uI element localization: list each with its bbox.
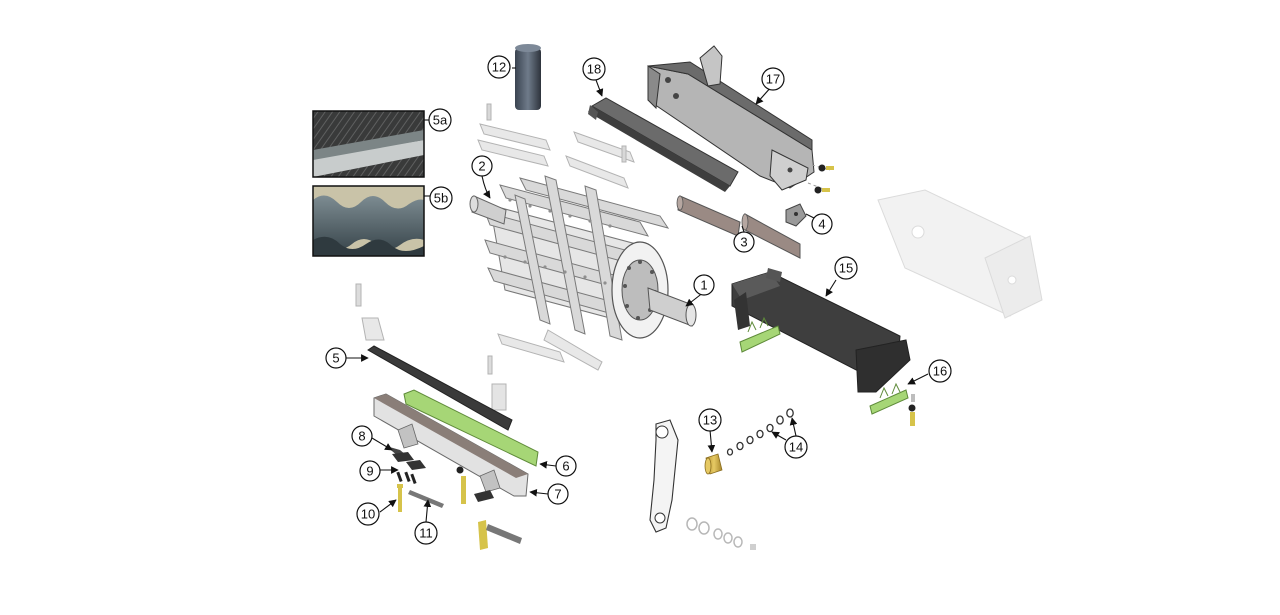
callout-7: 7	[547, 483, 569, 505]
washers-14	[726, 408, 794, 456]
callout-8-label: 8	[358, 429, 365, 444]
photo-5b	[312, 185, 425, 257]
callout-3-label: 3	[740, 235, 747, 250]
green-wear-strip-right	[869, 382, 909, 415]
callout-5-label: 5	[332, 351, 339, 366]
callout-12-label: 12	[492, 60, 506, 75]
green-wear-strip-left	[739, 316, 781, 353]
bed-bar-assembly	[367, 345, 539, 497]
faded-blades-lower	[355, 283, 603, 411]
bolt-16	[908, 394, 916, 426]
callout-10-label: 10	[361, 507, 375, 522]
callout-4: 4	[811, 213, 833, 235]
swing-arm	[649, 419, 679, 533]
callout-6-label: 6	[562, 459, 569, 474]
callout-2-label: 2	[478, 159, 485, 174]
callout-17-label: 17	[766, 72, 780, 87]
rotor-drum	[469, 175, 697, 341]
callout-13-label: 13	[703, 413, 717, 428]
photo-5a	[312, 110, 425, 178]
callout-8: 8	[351, 425, 373, 447]
sharpening-stone	[515, 44, 541, 110]
callout-18: 18	[582, 57, 606, 81]
callout-13: 13	[698, 408, 722, 432]
callout-18-label: 18	[587, 62, 601, 77]
callout-9: 9	[359, 460, 381, 482]
callout-4-label: 4	[818, 217, 825, 232]
callout-15-label: 15	[839, 261, 853, 276]
callout-6: 6	[555, 455, 577, 477]
spacer-block	[785, 203, 807, 227]
callout-1-label: 1	[700, 278, 707, 293]
callout-5b-label: 5b	[434, 191, 448, 206]
lower-frame	[731, 268, 911, 393]
faded-washers	[686, 517, 756, 550]
callout-5a: 5a	[428, 108, 452, 132]
callout-7-label: 7	[554, 487, 561, 502]
frame-bolts	[814, 164, 834, 194]
callout-11: 11	[414, 521, 438, 545]
callout-16-label: 16	[933, 364, 947, 379]
callout-10: 10	[356, 502, 380, 526]
wear-bars	[676, 195, 801, 259]
callout-5b: 5b	[429, 186, 453, 210]
top-frame	[647, 45, 831, 191]
callout-15: 15	[834, 256, 858, 280]
deflector-bar	[588, 97, 739, 192]
callout-2: 2	[471, 155, 493, 177]
callout-5a-label: 5a	[433, 113, 448, 128]
callout-3: 3	[733, 231, 755, 253]
bushing-13	[704, 453, 723, 475]
callout-14: 14	[784, 435, 808, 459]
callout-16: 16	[928, 359, 952, 383]
callout-1: 1	[693, 274, 715, 296]
callout-5: 5	[325, 347, 347, 369]
fasteners-left	[392, 452, 522, 550]
faded-blades-upper	[477, 103, 635, 189]
faded-side-frame	[877, 189, 1043, 319]
callout-14-label: 14	[789, 440, 803, 455]
callout-17: 17	[761, 67, 785, 91]
callout-9-label: 9	[366, 464, 373, 479]
callout-12: 12	[487, 55, 511, 79]
callout-11-label: 11	[419, 526, 433, 541]
